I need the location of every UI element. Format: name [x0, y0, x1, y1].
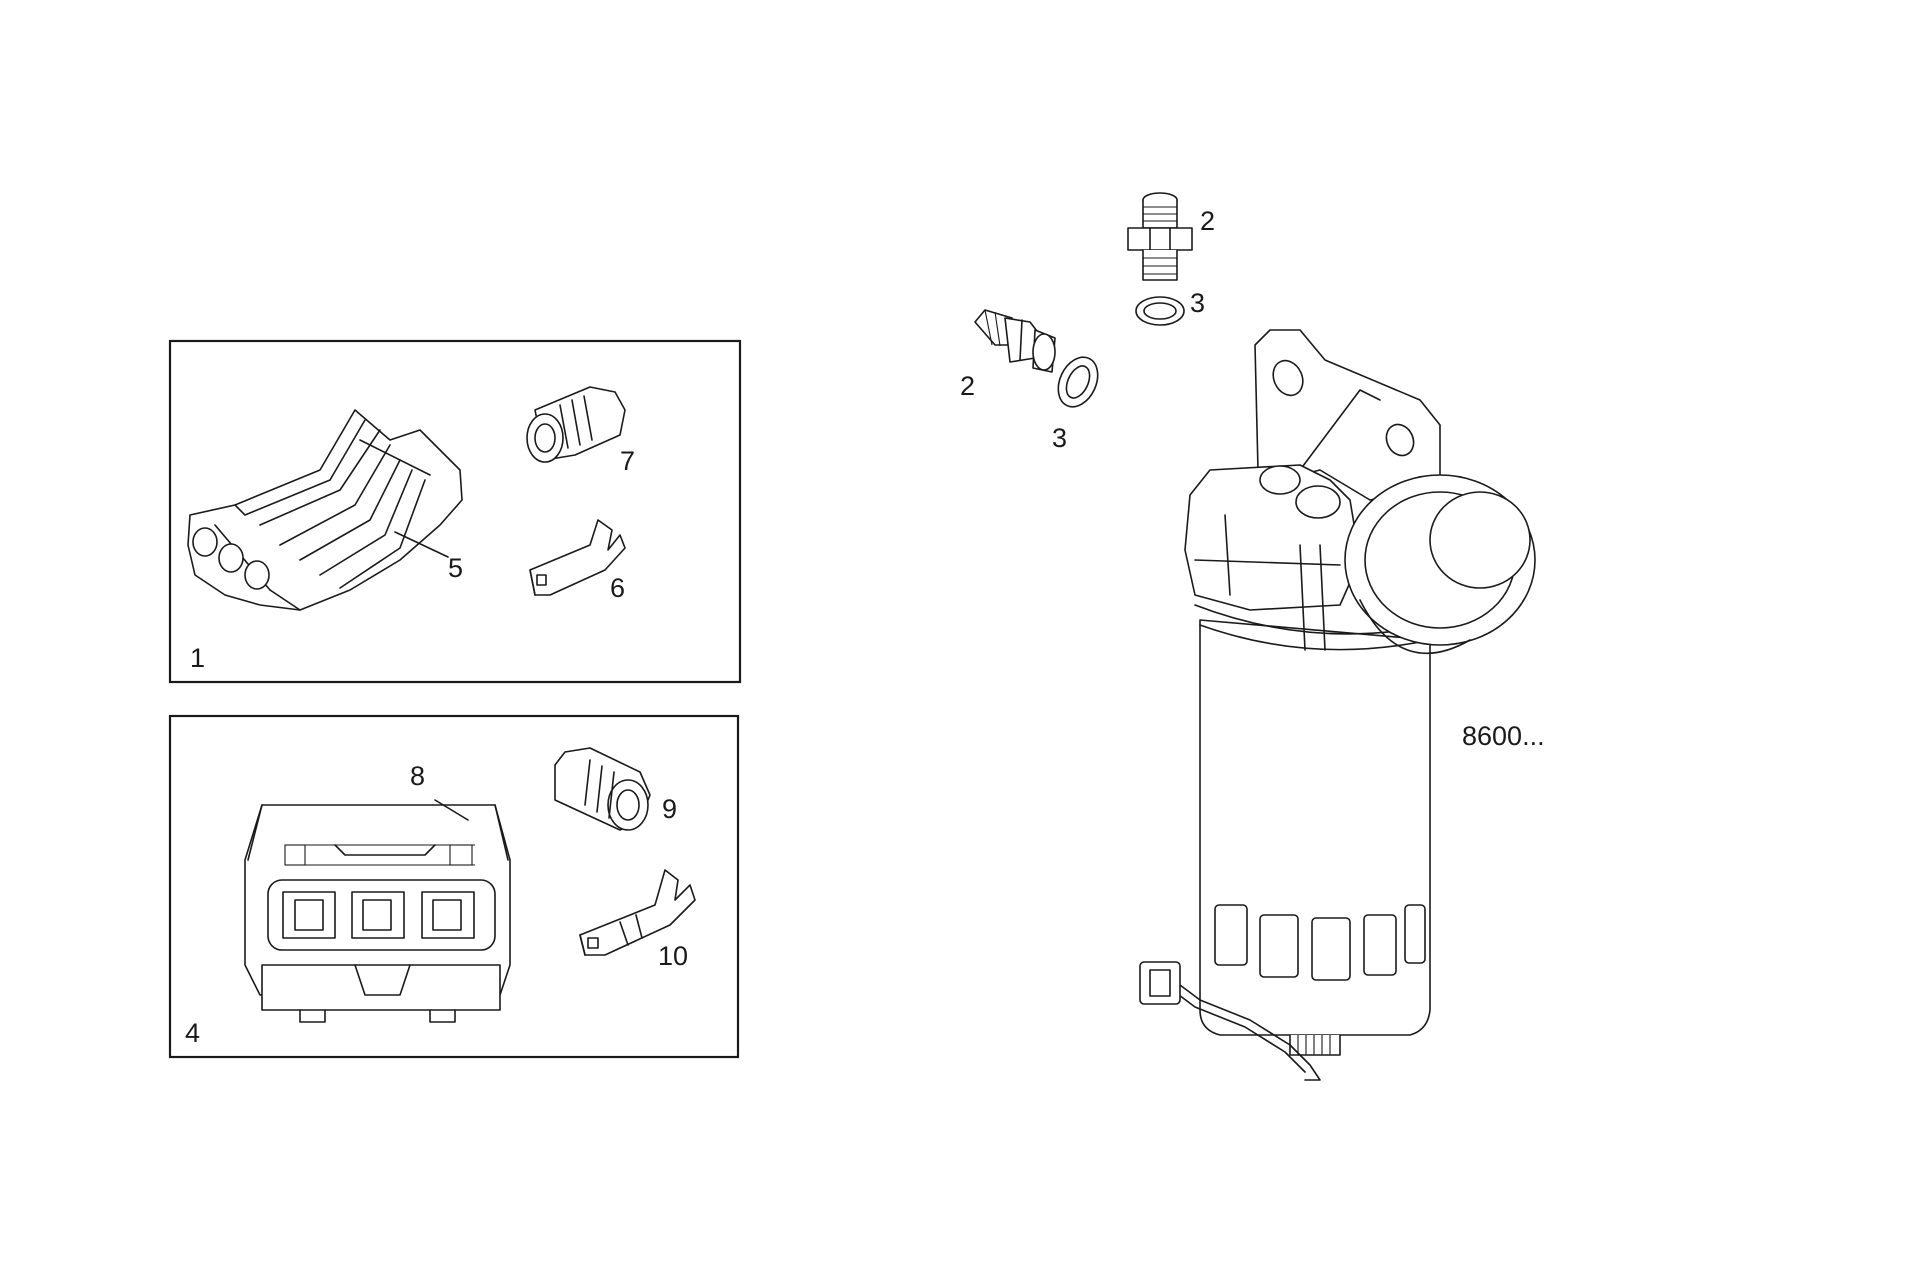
kit-box-4-frame — [168, 714, 740, 1059]
callout-7: 7 — [620, 446, 635, 476]
callout-filter-assembly: 8600... — [1462, 721, 1545, 751]
callout-2-left: 2 — [960, 371, 975, 401]
callout-2-top: 2 — [1200, 206, 1215, 236]
washer-top — [1135, 296, 1185, 326]
leader-line-5 — [394, 531, 449, 558]
kit-box-1-label: 1 — [190, 643, 205, 673]
three-way-connector — [187, 409, 463, 611]
kit-box-1-frame — [168, 339, 742, 684]
leader-line-8 — [434, 799, 469, 821]
callout-6: 6 — [610, 573, 625, 603]
seal-7 — [526, 386, 626, 463]
seal-9 — [554, 747, 651, 831]
connector-housing-8 — [244, 804, 511, 1023]
union-fitting-left — [974, 309, 1056, 373]
washer-left — [1057, 356, 1099, 408]
kit-box-1: 1 5 7 — [168, 339, 742, 684]
callout-5: 5 — [448, 553, 463, 583]
terminal-6 — [529, 519, 626, 596]
callout-8: 8 — [410, 761, 425, 791]
fuel-filter-assembly — [1139, 329, 1536, 1081]
kit-box-4: 4 8 — [168, 714, 740, 1059]
callout-10: 10 — [658, 941, 688, 971]
callout-3-top: 3 — [1190, 288, 1205, 318]
callout-9: 9 — [662, 794, 677, 824]
callout-3-left: 3 — [1052, 423, 1067, 453]
kit-box-4-label: 4 — [185, 1018, 200, 1048]
terminal-10 — [579, 869, 696, 956]
union-fitting-top — [1127, 192, 1193, 281]
